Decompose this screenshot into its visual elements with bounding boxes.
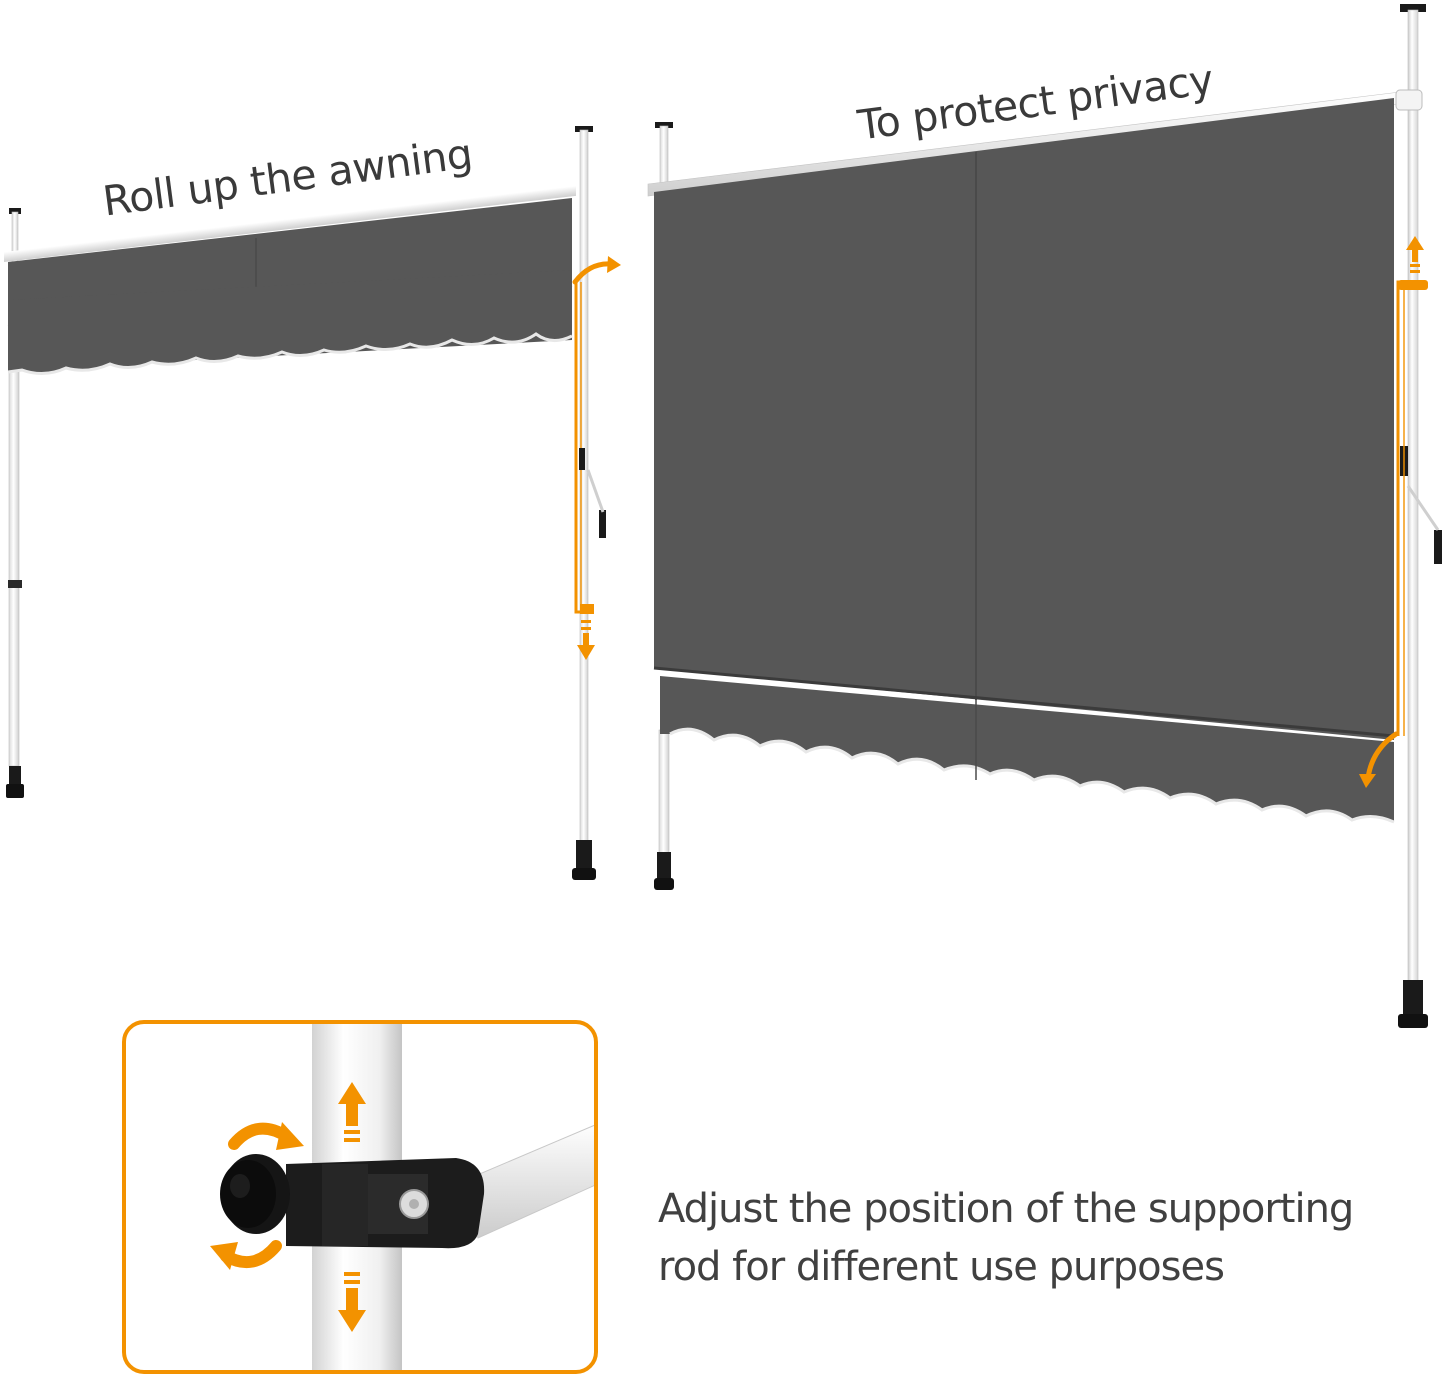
privacy-awning [647, 4, 1442, 1028]
arrow-up-icon [338, 1082, 366, 1142]
adjustment-knob [220, 1154, 290, 1234]
clamp-detail-illustration [210, 1024, 594, 1370]
rotate-arrows-icon [210, 1122, 304, 1270]
arrow-down-icon [338, 1272, 366, 1332]
detail-inset [122, 1020, 598, 1374]
adjust-caption: Adjust the position of the supporting ro… [658, 1186, 1354, 1290]
right-support-pole [572, 126, 606, 880]
arrow-down-icon [577, 620, 595, 660]
arrow-up-icon [1406, 236, 1424, 273]
clamp-bracket [286, 1158, 485, 1249]
rolled-awning [4, 126, 621, 880]
rotate-arrow-icon [1359, 731, 1399, 788]
